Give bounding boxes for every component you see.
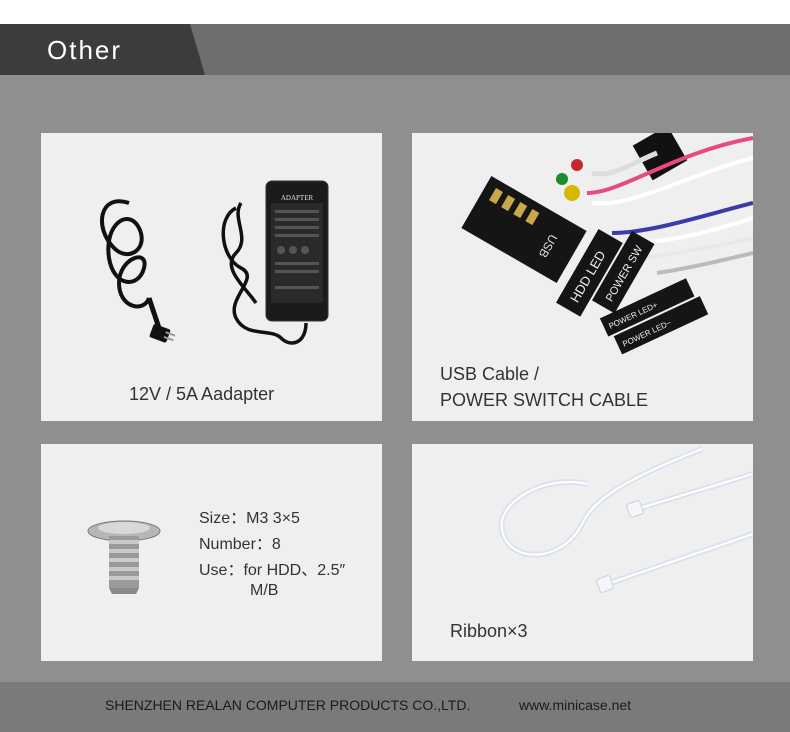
- adapter-caption: 12V / 5A Aadapter: [129, 384, 275, 404]
- cable-ties-image: [498, 446, 753, 593]
- section-title: Other: [47, 35, 123, 65]
- adapter-label: ADAPTER: [281, 194, 314, 202]
- website-link[interactable]: www.minicase.net: [519, 697, 632, 713]
- power-cord-image: [100, 199, 176, 343]
- footer-bar: [0, 682, 790, 732]
- ribbon-caption: Ribbon×3: [450, 621, 528, 641]
- company-name: SHENZHEN REALAN COMPUTER PRODUCTS CO.,LT…: [105, 697, 471, 713]
- screw-card: Size：M3 3×5 Number：8 Use：for HDD、2.5″ M/…: [41, 444, 382, 661]
- adapter-card: ADAPTER 12V / 5A Aadapter: [41, 133, 382, 421]
- cable-card: USB HDD LED POWER SW POWER LED+ POWER LE…: [412, 133, 753, 421]
- screw-number: Number：8: [199, 536, 281, 553]
- adapter-image: ADAPTER: [221, 180, 329, 345]
- ribbon-card: Ribbon×3: [412, 444, 753, 661]
- cable-image: USB HDD LED POWER SW POWER LED+ POWER LE…: [461, 133, 753, 355]
- cable-caption-line2: POWER SWITCH CABLE: [440, 390, 649, 410]
- cable-caption-line1: USB Cable /: [440, 364, 540, 384]
- header-tab: [0, 24, 205, 75]
- screw-use: Use：for HDD、2.5″: [199, 562, 346, 579]
- screw-image: [87, 520, 161, 594]
- screw-use-cont: M/B: [250, 582, 279, 599]
- top-strip: [0, 0, 790, 24]
- screw-size: Size：M3 3×5: [199, 510, 300, 527]
